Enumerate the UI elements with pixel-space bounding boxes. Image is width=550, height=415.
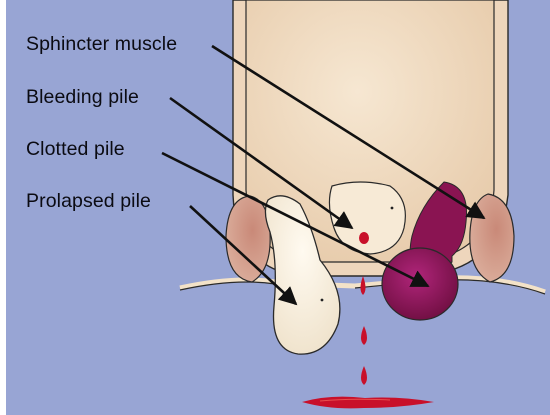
sphincter-muscle-left — [226, 196, 270, 282]
sphincter-muscle-right — [470, 194, 514, 282]
pile-dot — [391, 207, 394, 210]
pile-dot — [321, 299, 324, 302]
label-sphincter-muscle: Sphincter muscle — [26, 35, 177, 55]
left-white-border — [0, 0, 6, 415]
label-prolapsed-pile: Prolapsed pile — [26, 192, 151, 212]
label-clotted-pile: Clotted pile — [26, 140, 125, 160]
label-bleeding-pile: Bleeding pile — [26, 88, 139, 108]
bleeding-spot — [359, 232, 369, 244]
clotted-pile-clot — [382, 248, 458, 320]
